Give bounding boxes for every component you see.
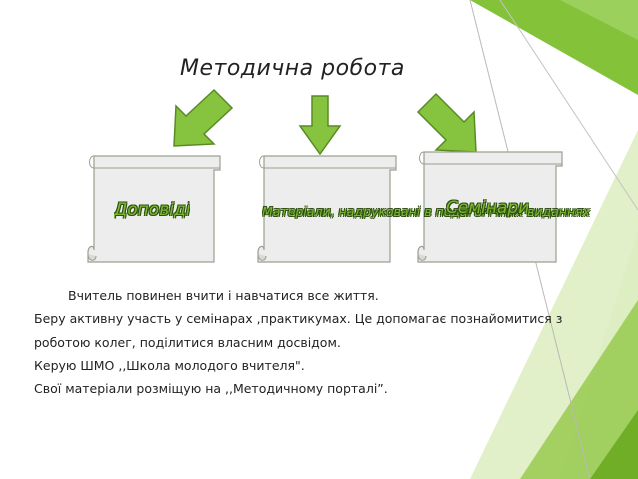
deco-triangle-top	[470, 0, 638, 95]
paragraph-3: роботою колег, поділитися власним досвід…	[34, 334, 341, 350]
arrow-down-icon	[298, 95, 342, 156]
scroll-box-3	[417, 151, 563, 263]
deco-triangle-bottom	[520, 300, 638, 479]
box-label-materials: Матеріали, надруковані в педагогічних ви…	[262, 204, 591, 219]
arrow-down-right-icon	[416, 92, 477, 153]
box-label-reports: Доповіді	[114, 200, 191, 220]
paragraph-5: Свої матеріали розміщую на ,,Методичному…	[34, 381, 388, 397]
deco-triangle-top-light	[560, 0, 638, 40]
deco-line-2	[499, 0, 638, 211]
slide-title: Методична робота	[180, 56, 405, 81]
paragraph-2: Беру активну участь у семінарах ,практик…	[34, 311, 563, 327]
paragraph-1: Вчитель повинен вчити і навчатися все жи…	[68, 288, 379, 303]
box-label-seminars: Семінари	[446, 198, 530, 218]
arrow-down-left-icon	[173, 88, 234, 147]
body-text: Вчитель повинен вчити і навчатися все жи…	[34, 284, 624, 400]
deco-triangle-corner	[590, 410, 638, 479]
scroll-box-2	[257, 155, 397, 263]
paragraph-4: Керую ШМО ,,Школа молодого вчителя".	[34, 357, 305, 373]
scroll-box-1	[87, 155, 221, 263]
